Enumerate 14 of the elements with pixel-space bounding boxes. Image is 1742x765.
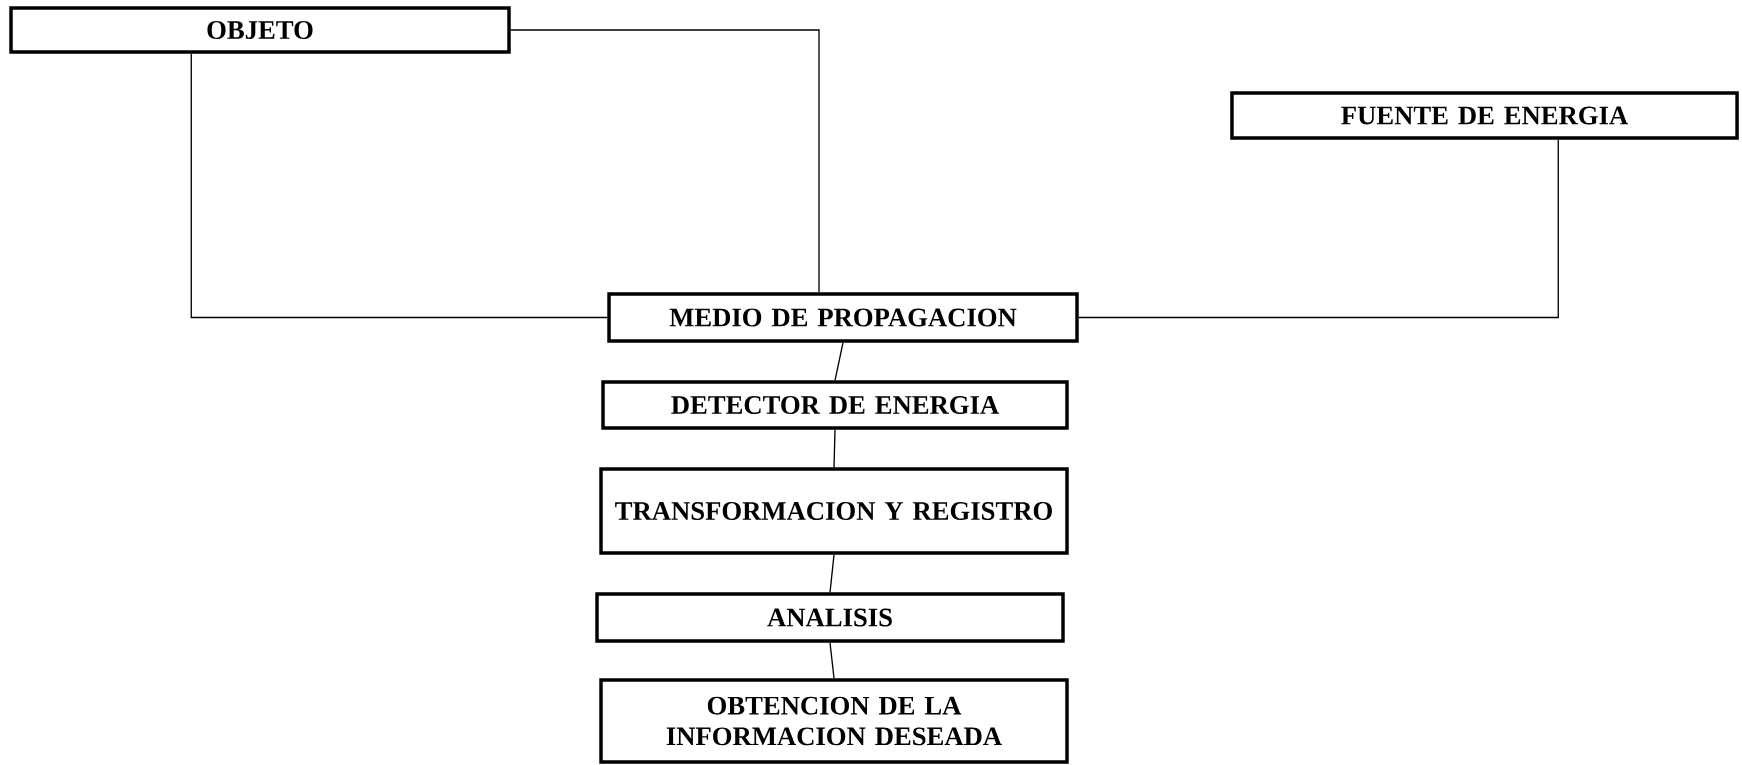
- connector-line: [829, 642, 835, 679]
- process-box: MEDIO DE PROPAGACION: [607, 292, 1079, 343]
- process-box: OBTENCION DE LA INFORMACION DESEADA: [599, 678, 1069, 764]
- connector-line: [1078, 139, 1559, 319]
- connector-line: [834, 342, 844, 381]
- process-box: FUENTE DE ENERGIA: [1230, 91, 1739, 140]
- connector-line: [190, 53, 608, 319]
- process-box: ANALISIS: [595, 592, 1065, 643]
- connector-line: [829, 554, 835, 593]
- process-box: OBJETO: [9, 6, 511, 54]
- connector-line: [510, 29, 820, 293]
- process-box: TRANSFORMACION Y REGISTRO: [599, 467, 1069, 555]
- process-box: DETECTOR DE ENERGIA: [601, 380, 1069, 430]
- connector-line: [833, 429, 836, 468]
